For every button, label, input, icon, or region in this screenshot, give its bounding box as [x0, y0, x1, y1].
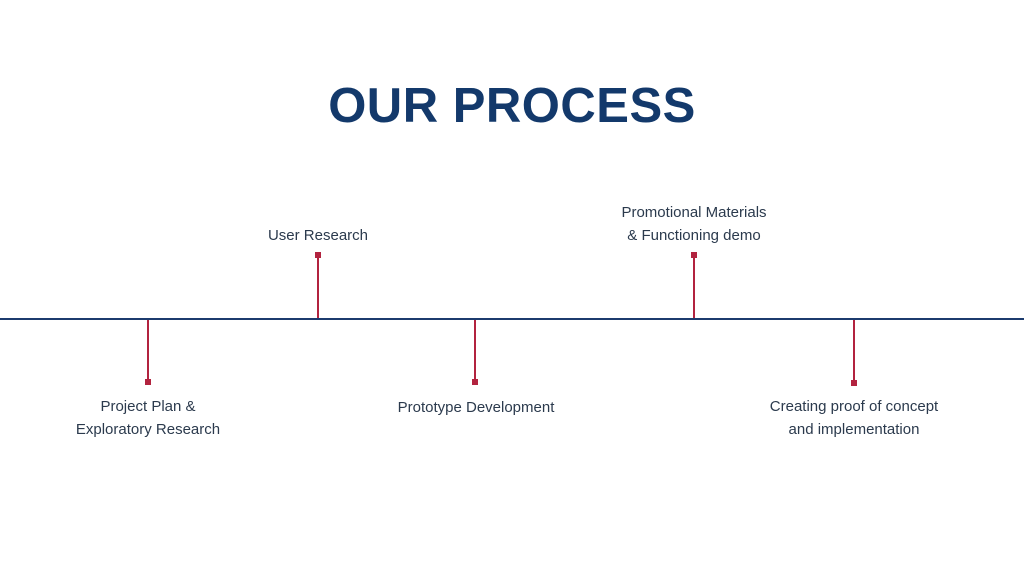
- timeline-axis: [0, 318, 1024, 320]
- timeline-connector: [147, 320, 149, 381]
- timeline-connector: [317, 257, 319, 318]
- timeline-marker: [691, 252, 697, 258]
- step-label-line: User Research: [267, 227, 369, 244]
- timeline-connector: [474, 320, 476, 381]
- page-title: OUR PROCESS: [328, 79, 696, 133]
- step-label: Project Plan & Exploratory Research: [38, 395, 258, 441]
- timeline-marker: [315, 252, 321, 258]
- step-label-line: Exploratory Research: [75, 421, 221, 438]
- step-label: Promotional Materials & Functioning demo: [584, 201, 804, 247]
- timeline-marker: [145, 379, 151, 385]
- timeline-connector: [853, 320, 855, 382]
- step-label-line: Creating proof of concept: [769, 398, 939, 415]
- step-label: User Research: [208, 224, 428, 247]
- step-label-line: Prototype Development: [397, 399, 555, 416]
- step-label-line: Project Plan &: [100, 398, 196, 415]
- step-label: Prototype Development: [366, 396, 586, 419]
- step-label-line: and implementation: [788, 421, 920, 438]
- step-label: Creating proof of concept and implementa…: [744, 395, 964, 441]
- timeline-marker: [851, 380, 857, 386]
- step-label-line: Promotional Materials: [621, 204, 767, 221]
- timeline-marker: [472, 379, 478, 385]
- step-label-line: & Functioning demo: [627, 227, 761, 244]
- timeline-connector: [693, 257, 695, 318]
